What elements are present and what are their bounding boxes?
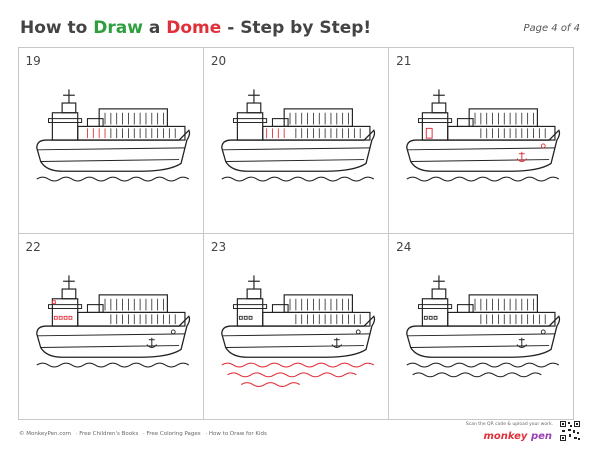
brand-pen: pen <box>530 431 552 442</box>
steps-grid: 19 20 21 <box>17 46 575 420</box>
title-dome: Dome <box>166 18 222 38</box>
ship-drawing <box>35 88 190 181</box>
step-number: 23 <box>210 239 227 254</box>
copyright-text: © MonkeyPen.com <box>19 431 71 437</box>
brand-monkey: monkey <box>483 431 528 442</box>
ship-drawing <box>35 274 190 367</box>
step-number: 21 <box>396 53 412 68</box>
page-number: Page 4 of 4 <box>523 23 580 34</box>
ship-drawing <box>220 88 375 181</box>
step-number: 22 <box>25 239 41 254</box>
scan-instruction: Scan the QR code & upload your work. <box>465 422 553 427</box>
step-number: 20 <box>210 53 227 68</box>
ship-drawing <box>220 274 375 387</box>
ship-drawing <box>406 274 561 377</box>
step-panel-22: 22 <box>17 232 204 420</box>
brand-logo[interactable]: monkey pen <box>483 431 552 442</box>
footer-link-coloring[interactable]: · Free Coloring Pages <box>142 431 201 437</box>
step-panel-20: 20 <box>202 46 390 234</box>
step-panel-23: 23 <box>202 232 390 420</box>
footer-link-books[interactable]: · Free Children's Books <box>75 431 139 437</box>
title-draw: Draw <box>93 18 143 38</box>
footer-links: © MonkeyPen.com · Free Children's Books … <box>19 431 270 437</box>
page-title: How to Draw a Dome - Step by Step! <box>20 18 371 38</box>
qr-code-icon[interactable] <box>559 420 581 442</box>
footer-link-draw[interactable]: · How to Draw for Kids <box>205 431 267 437</box>
step-panel-21: 21 <box>388 46 575 234</box>
title-rest: - Step by Step! <box>221 18 372 38</box>
title-a: a <box>142 18 167 38</box>
ship-drawing <box>406 88 561 181</box>
step-panel-19: 19 <box>17 46 204 234</box>
step-number: 19 <box>25 53 41 68</box>
title-text: How to <box>20 18 94 38</box>
step-number: 24 <box>396 239 412 254</box>
step-panel-24: 24 <box>388 232 575 420</box>
